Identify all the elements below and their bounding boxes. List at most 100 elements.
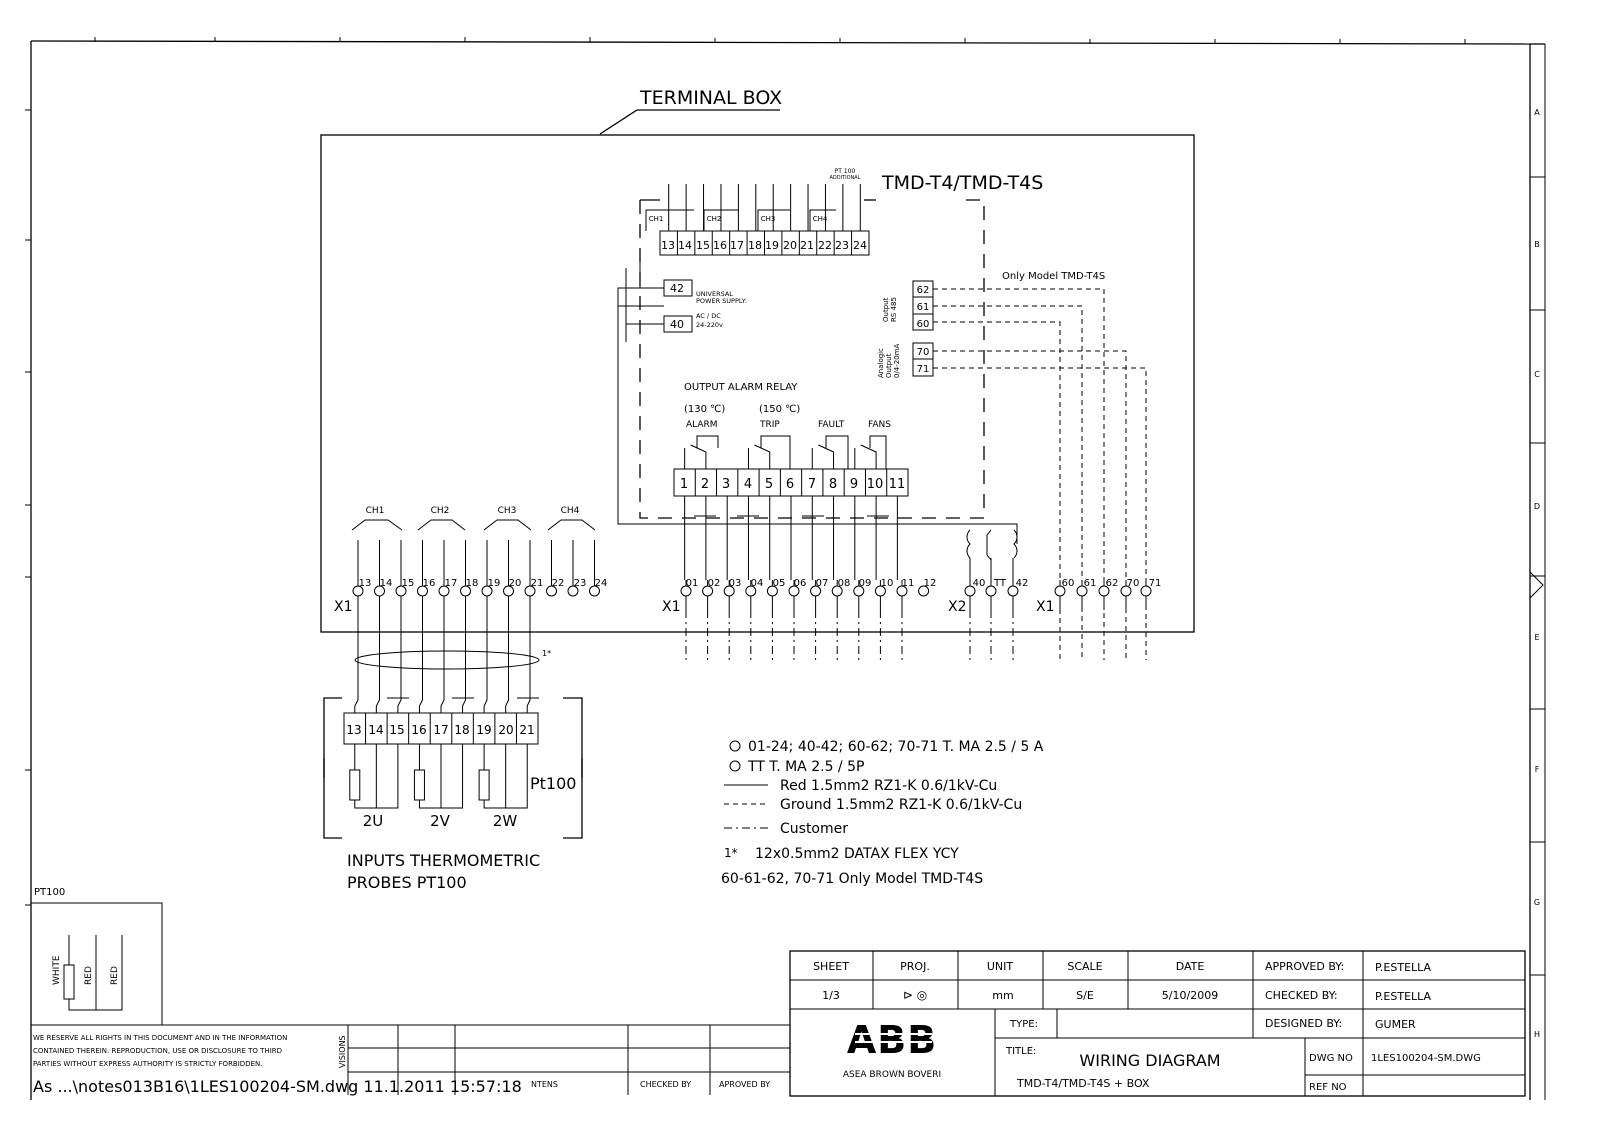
relay-terminal-4: 4 [744,477,752,492]
pt100-additional-line2: ADDITIONAL [829,175,860,181]
legend-line-4: Ground 1.5mm2 RZ1-K 0.6/1kV-Cu [780,797,1022,813]
strip-relay-05: 05 [773,578,786,589]
relay-terminal-2: 2 [701,477,709,492]
pt100-sensor-wiring [483,744,528,809]
designed-value: GUMER [1375,1018,1416,1031]
strip-probe-16: 16 [423,578,436,589]
pt100-wire-white: WHITE [52,955,62,985]
strip-probe-17: 17 [445,578,458,589]
strip-ch-label-4: CH4 [561,506,580,516]
strip-probe-13: 13 [359,578,372,589]
contents-label: NTENS [531,1080,558,1089]
terminal-strip-x2: X2 40 TT 42 [948,529,1029,615]
relay-label-alarm: ALARM [686,420,718,430]
relay-contact-symbol [690,444,707,469]
value-proj: ⊳ ◎ [903,988,927,1002]
abb-logo: ABB [847,1018,937,1062]
relay-temp-alarm: (130 ℃) [684,404,725,415]
strip-relay-07: 07 [816,578,829,589]
relay-label-fans: FANS [868,420,891,430]
legend-line-5: Customer [780,821,848,837]
strip-ch-label-1: CH1 [366,506,385,516]
row-letter-h: H [1534,1030,1540,1039]
drawing-border: A B C D E F G H [25,37,1546,1100]
copyright-line-2: CONTAINED THEREIN. REPRODUCTION, USE OR … [33,1047,282,1055]
revision-block: WE RESERVE ALL RIGHTS IN THIS DOCUMENT A… [31,1024,790,1096]
row-letter-e: E [1534,633,1539,642]
approved-value: P.ESTELLA [1375,961,1432,974]
top-terminal-24: 24 [853,239,867,252]
relay-contact-symbol [696,435,719,448]
strip-probe-18: 18 [466,578,479,589]
top-terminal-16: 16 [713,239,727,252]
x1-output-61: 61 [1084,578,1097,589]
relay-terminal-3: 3 [722,477,730,492]
legend: 01-24; 40-42; 60-62; 70-71 T. MA 2.5 / 5… [721,739,1044,887]
top-terminal-14: 14 [678,239,692,252]
rs485-terminal-61: 61 [917,302,930,313]
analog-label-line1: Analogic [877,348,885,378]
pt100-sensor [413,769,425,801]
top-ch-label-3: CH3 [761,215,776,223]
legend-line-3: Red 1.5mm2 RZ1-K 0.6/1kV-Cu [780,778,997,794]
relay-contact-symbol [825,435,849,469]
dwg-no-value: 1LES100204-SM.DWG [1371,1053,1481,1064]
probe-cable-wire [418,610,423,713]
relay-contact-symbol [754,444,771,469]
pt100-additional-line1: PT 100 [835,168,856,175]
device-model-label: TMD-T4/TMD-T4S [881,172,1043,194]
top-terminal-block: CH1 CH2 CH3 CH4 13 14 15 16 17 18 19 20 … [645,184,870,256]
probe-cable-wire [375,610,380,713]
customer-wiring [685,610,1014,660]
x1-output-71: 71 [1149,578,1162,589]
top-terminal-23: 23 [835,239,849,252]
probe-cable-wire [526,610,531,713]
probe-cable-wire [440,610,445,713]
terminal-strip-x1-outputs: X1 60 61 62 70 71 [1036,578,1161,615]
row-letter-c: C [1534,370,1540,379]
analog-terminal-71: 71 [917,364,930,375]
top-ch-label-1: CH1 [649,215,664,223]
relay-terminal-11: 11 [889,477,906,492]
company-name: ASEA BROWN BOVERI [843,1070,941,1080]
probe-terminal-15: 15 [389,723,404,737]
x1-label-outputs: X1 [1036,599,1055,615]
probe-terminal-18: 18 [454,723,469,737]
legend-line-1: 01-24; 40-42; 60-62; 70-71 T. MA 2.5 / 5… [748,739,1044,755]
probe-cable-wire [397,610,402,713]
designed-label: DESIGNED BY: [1265,1017,1342,1030]
strip-relay-01: 01 [686,578,699,589]
strip-relay-04: 04 [751,578,764,589]
pt100-detail-title: PT100 [34,887,65,898]
relay-strip-terminal-circle [918,585,930,597]
analog-label-line3: 0/4-20mA [893,343,901,378]
dwg-no-label: DWG NO [1309,1053,1353,1064]
value-sheet: 1/3 [822,989,840,1002]
x2-terminal-42: 42 [1016,578,1029,589]
header-sheet: SHEET [813,960,849,973]
relay-contact-symbol [860,444,877,469]
header-unit: UNIT [987,960,1014,973]
output-relay-block: OUTPUT ALARM RELAY (130 ℃) (150 ℃) ALARM… [673,382,909,580]
copyright-line-3: PARTIES WITHOUT EXPRESS AUTHORITY IS STR… [33,1060,262,1068]
strip-probe-23: 23 [574,578,587,589]
top-terminal-18: 18 [748,239,762,252]
relay-label-trip: TRIP [759,420,780,430]
relay-contact-symbol [869,435,887,469]
copyright-line-1: WE RESERVE ALL RIGHTS IN THIS DOCUMENT A… [33,1034,287,1042]
probe-terminal-16: 16 [411,723,426,737]
rs485-label-line1: Output [882,297,890,322]
strip-probe-24: 24 [595,578,608,589]
top-terminal-13: 13 [661,239,675,252]
row-letter-f: F [1535,765,1540,774]
strip-probe-21: 21 [531,578,544,589]
strip-probe-19: 19 [488,578,501,589]
phase-label-2v: 2V [430,812,451,830]
row-letter-g: G [1534,898,1540,907]
strip-ch-label-2: CH2 [431,506,450,516]
device-outline: TMD-T4/TMD-T4S PT 100 ADDITIONAL [639,168,1043,519]
relay-terminal-5: 5 [765,477,773,492]
relay-terminal-7: 7 [808,477,816,492]
relay-terminal-9: 9 [850,477,858,492]
probe-terminal-14: 14 [368,723,383,737]
